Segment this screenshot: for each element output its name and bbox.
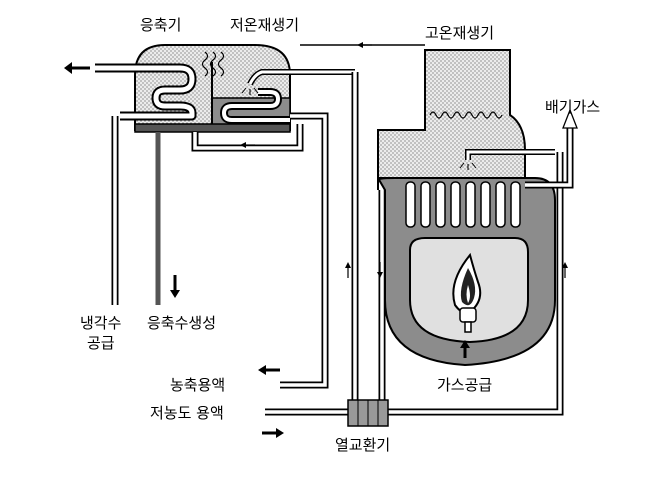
label-cooling-water-line2: 공급 [87,334,115,352]
flow-arrows [64,42,568,438]
label-concentrated-solution: 농축용액 [170,376,225,394]
burner-icon [459,307,477,323]
arrow-down-icon [170,290,180,298]
condenser-unit [95,44,355,133]
arrow-up-icon [460,340,470,348]
piping [111,44,578,427]
label-exhaust-gas: 배기가스 [545,98,600,116]
label-heat-exchanger: 열교환기 [335,436,390,454]
spray-icon [241,87,259,95]
exhaust-arrow-icon [562,108,578,129]
label-cooling-water-line1: 냉각수 [80,314,121,332]
arrow-right-icon [276,428,284,438]
label-condenser: 응축기 [140,16,181,34]
label-high-temp-generator: 고온재생기 [425,24,494,42]
label-condensate-production: 응축수생성 [147,314,216,332]
high-temp-generator [377,49,556,367]
label-gas-supply: 가스공급 [437,376,492,394]
arrow-left-icon [64,62,72,74]
label-low-temp-generator: 저온재생기 [230,16,299,34]
label-low-concentration-solution: 저농도 용액 [150,404,224,422]
